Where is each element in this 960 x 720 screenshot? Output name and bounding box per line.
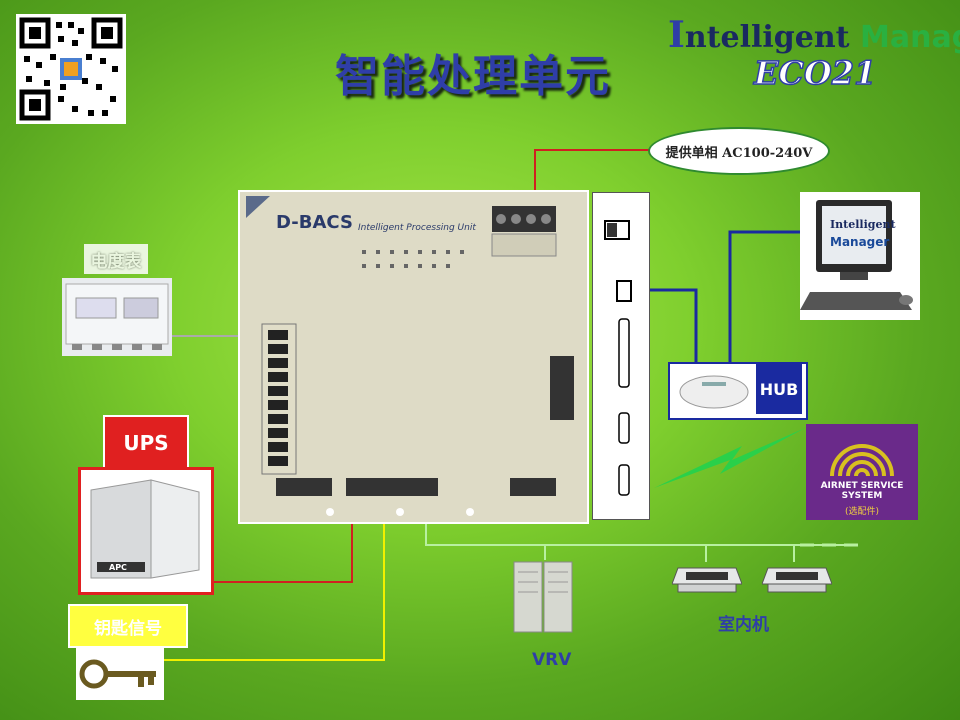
intelligent-manager-pc: Intelligent Manager	[800, 192, 920, 320]
airnet-service-system: AIRNET SERVICE SYSTEM (选配件)	[806, 424, 918, 520]
hub-label: HUB	[756, 364, 802, 414]
ups-icon: APC	[90, 479, 200, 579]
meter-label: 电度表	[84, 244, 148, 274]
indoor-unit-icon-2	[762, 567, 832, 593]
logo-intelligent: ntelligent	[684, 20, 850, 55]
airnet-line2: SYSTEM	[842, 491, 883, 501]
network-rack	[592, 192, 650, 520]
ups-device: APC	[78, 467, 214, 595]
intelligent-manager-logo: Intelligent Manager ECO21	[668, 14, 960, 98]
hub-icon	[679, 375, 749, 409]
dbacs-controller: D-BACS Intelligent Processing Unit	[238, 190, 589, 524]
rack-panel	[604, 220, 632, 496]
wireless-signal-icon	[654, 428, 805, 488]
indoor-unit-icon-1	[672, 567, 742, 593]
network-line-rack-hub	[628, 288, 698, 364]
meter-label-text: 电度表	[90, 251, 142, 272]
key-icon	[79, 659, 156, 689]
ups-label: UPS	[103, 415, 189, 471]
ups-brand: APC	[109, 563, 127, 572]
controller-brand: D-BACS	[276, 212, 353, 233]
meter-icon	[65, 283, 169, 350]
airnet-logo: AIRNET SERVICE SYSTEM (选配件)	[821, 444, 904, 517]
power-supply-label: 提供单相 AC100-240V	[648, 127, 830, 175]
power-supply-text: 提供单相 AC100-240V	[665, 145, 813, 161]
screen-text-1: Intelligent	[830, 218, 896, 231]
page-title: 智能处理单元	[335, 51, 611, 102]
controller-logo-icon	[246, 196, 270, 218]
electric-meter	[62, 278, 172, 356]
vrv-label: VRV	[532, 650, 572, 670]
vrv-unit-icon	[513, 561, 573, 633]
logo-prefix: I	[668, 14, 685, 56]
key-signal-label: 钥匙信号	[68, 604, 188, 648]
logo-eco21: ECO21	[753, 53, 877, 93]
key-signal-line	[164, 490, 385, 661]
controller-panel: D-BACS Intelligent Processing Unit	[240, 192, 587, 522]
logo-manager: Manager	[859, 20, 960, 55]
logo-line1: Intelligent Manager	[668, 14, 960, 56]
indoor-unit-label: 室内机	[718, 615, 769, 635]
airnet-note: (选配件)	[845, 505, 879, 517]
qr-code	[16, 14, 126, 124]
key-device	[76, 648, 164, 700]
screen-text-2: Manager	[830, 235, 889, 249]
controller-subtitle: Intelligent Processing Unit	[358, 223, 476, 233]
computer-icon: Intelligent Manager	[800, 200, 913, 310]
qr-code-icon	[19, 17, 123, 121]
airnet-line1: AIRNET SERVICE	[821, 481, 904, 491]
network-line-hub-monitor	[728, 230, 802, 364]
